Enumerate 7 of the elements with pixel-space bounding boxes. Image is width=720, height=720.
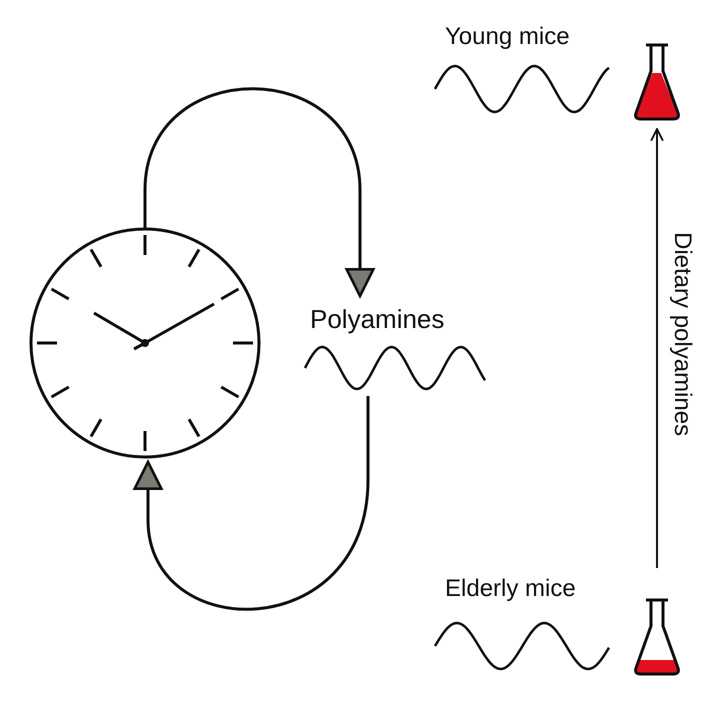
node-label: Polyamines	[310, 304, 444, 335]
node-label: Young mice	[445, 23, 570, 51]
clock-drawing	[28, 226, 262, 460]
node-label: Elderly mice	[445, 575, 576, 603]
arrow	[144, 87, 375, 298]
arrow	[650, 128, 664, 568]
arrow	[133, 396, 370, 610]
